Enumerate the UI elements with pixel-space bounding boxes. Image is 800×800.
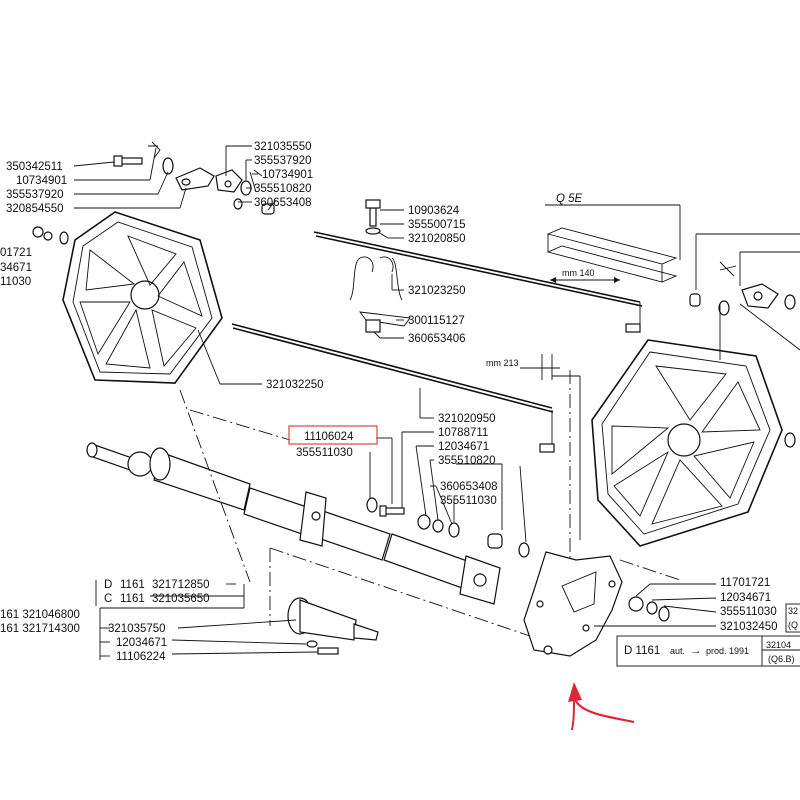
label-321032250: 321032250 — [266, 379, 324, 391]
label-360653408-center: 360653408 — [440, 481, 498, 493]
label-355511030-right: 355511030 — [440, 495, 497, 507]
label-d-model: 1161 — [120, 579, 145, 591]
fragment-q: (Q — [788, 620, 798, 630]
label-c-model: 1161 — [120, 593, 145, 605]
label-320854550: 320854550 — [6, 203, 64, 215]
main-shaft — [86, 442, 623, 657]
label-355511030-bottom: 355511030 — [720, 606, 777, 618]
label-355510820-top: 355510820 — [254, 183, 312, 195]
leader-lines — [73, 145, 800, 660]
dimension-213: mm 213 — [486, 358, 519, 368]
top-right-small-parts — [689, 261, 796, 316]
rods — [231, 231, 643, 453]
label-321046800: 161 321046800 — [0, 609, 80, 621]
label-360653406: 360653406 — [408, 333, 466, 345]
dimension-140: mm 140 — [562, 268, 595, 278]
label-350342511: 350342511 — [6, 161, 63, 173]
label-321712850: 321712850 — [152, 579, 210, 591]
label-355510820-center: 355510820 — [438, 455, 496, 467]
label-q5e: Q 5E — [556, 193, 583, 205]
center-fasteners — [366, 432, 796, 622]
label-11701721: 11701721 — [720, 577, 770, 589]
label-360653408-top: 360653408 — [254, 197, 312, 209]
info-model: D 1161 — [624, 645, 660, 657]
label-300115127: 300115127 — [408, 315, 465, 327]
fragment-32: 32 — [788, 606, 798, 616]
label-10734901-top: 10734901 — [262, 169, 313, 181]
info-note: aut. — [670, 646, 685, 656]
q5e-channel — [545, 204, 681, 283]
label-cut-34671: 34671 — [0, 262, 32, 274]
highlight-box — [288, 425, 378, 445]
label-355537920-top: 355537920 — [254, 155, 312, 167]
label-355511030-center: 355511030 — [296, 447, 353, 459]
label-11106224: 11106224 — [116, 651, 166, 663]
info-box — [616, 603, 800, 667]
label-10903624: 10903624 — [408, 205, 460, 217]
label-d-prefix: D — [104, 579, 112, 591]
label-321035750: 321035750 — [108, 623, 166, 635]
bottom-stub-shaft — [287, 597, 379, 655]
label-321714300: 161 321714300 — [0, 623, 80, 635]
label-321020850: 321020850 — [408, 233, 466, 245]
label-10788711: 10788711 — [438, 427, 488, 439]
label-12034671-right: 12034671 — [720, 592, 771, 604]
top-small-parts — [113, 141, 275, 215]
label-11106024-highlighted: 11106024 — [304, 431, 354, 443]
fragment-q6b: (Q6.B) — [768, 654, 795, 664]
left-hex-wheel — [62, 211, 223, 384]
spring-clip — [349, 199, 411, 333]
dimension-marks — [520, 277, 620, 540]
assembly-lines — [179, 370, 681, 637]
label-12034671-left: 12034671 — [116, 637, 167, 649]
left-washers — [32, 226, 69, 245]
fragment-32104: 32104 — [766, 640, 791, 650]
label-321020950: 321020950 — [438, 413, 496, 425]
label-355500715: 355500715 — [408, 219, 466, 231]
label-321032450: 321032450 — [720, 621, 778, 633]
label-321035650: 321035650 — [152, 593, 210, 605]
label-10734901: 10734901 — [16, 175, 67, 187]
label-321035550: 321035550 — [254, 141, 312, 153]
part-number-labels: 350342511 10734901 355537920 320854550 3… — [0, 141, 798, 664]
label-355537920: 355537920 — [6, 189, 64, 201]
label-cut-11030: 11030 — [0, 276, 31, 288]
label-12034671-center: 12034671 — [438, 441, 489, 453]
info-prod: prod. 1991 — [706, 646, 749, 656]
label-cut-01721: 01721 — [0, 247, 32, 259]
red-arrow-icon — [568, 682, 635, 731]
label-321023250: 321023250 — [408, 285, 466, 297]
info-arrow-icon: → — [690, 645, 702, 657]
label-c-prefix: C — [104, 593, 112, 605]
right-hex-wheel — [591, 339, 783, 547]
